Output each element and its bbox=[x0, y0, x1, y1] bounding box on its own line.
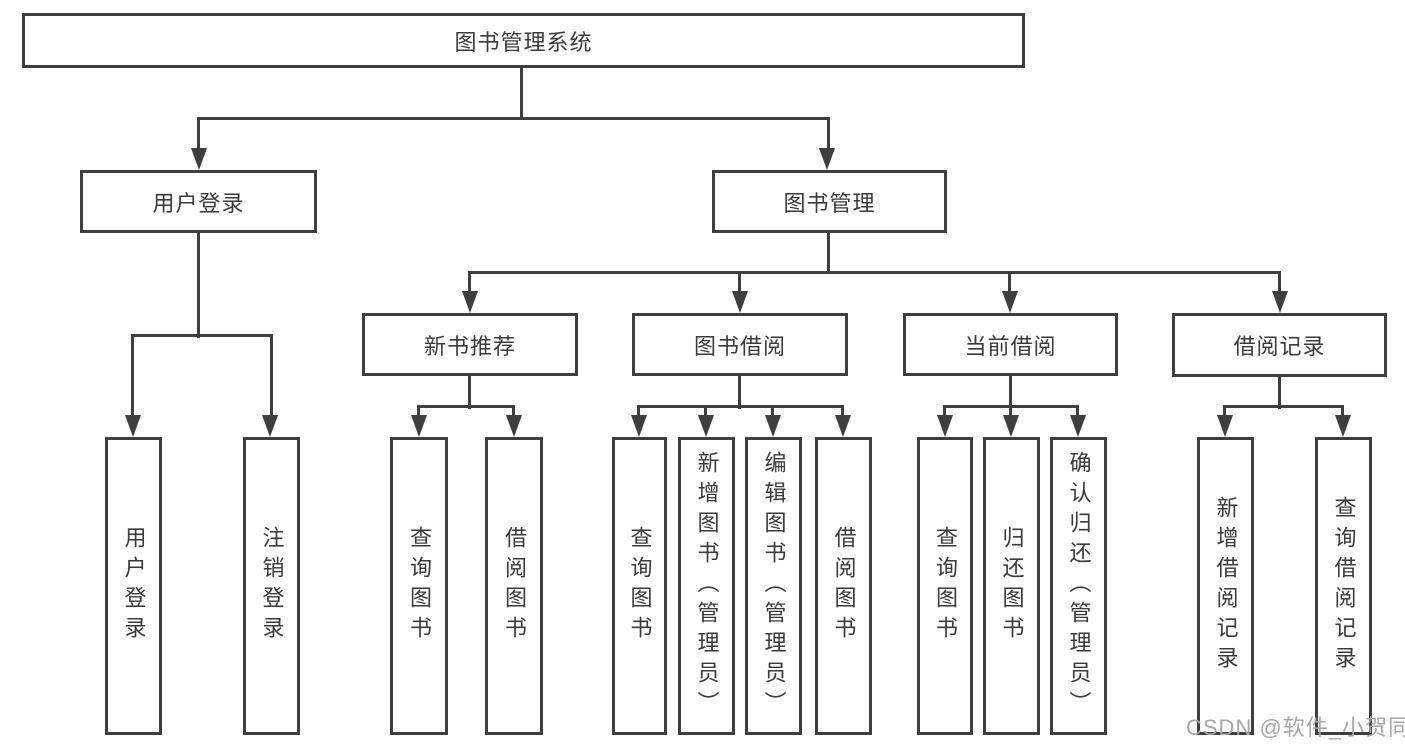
connector-drop bbox=[704, 407, 707, 419]
connector-group-rail bbox=[943, 405, 1079, 408]
leaf-logout: 注销登录 bbox=[243, 437, 300, 735]
arrow-down-icon bbox=[191, 148, 207, 170]
leaf-user-login: 用户登录 bbox=[105, 437, 162, 735]
arrow-down-icon bbox=[1217, 415, 1233, 437]
connector-drop bbox=[131, 336, 134, 418]
csdn-watermark: CSDN @软件_小贺同学 bbox=[1186, 715, 1405, 740]
connector-drop bbox=[1278, 272, 1281, 296]
node-book-management: 图书管理 bbox=[712, 170, 947, 233]
arrow-down-icon bbox=[125, 415, 141, 437]
arrow-down-icon bbox=[819, 148, 835, 170]
leaf-label: 归还图书 bbox=[999, 526, 1025, 646]
leaf-label: 新增借阅记录 bbox=[1213, 496, 1239, 676]
leaf-label: 查询图书 bbox=[407, 526, 432, 646]
leaf-label: 编辑图书（管理员） bbox=[761, 451, 787, 721]
connector-stem bbox=[1278, 376, 1281, 409]
leaf-label: 注销登录 bbox=[259, 526, 285, 646]
connector-drop bbox=[1223, 407, 1226, 419]
connector-book-mgmt-stem bbox=[827, 232, 830, 274]
leaf-confirm-return-admin: 确认归还（管理员） bbox=[1050, 437, 1107, 735]
connector-level1-rail bbox=[197, 117, 830, 120]
leaf-add-book-admin: 新增图书（管理员） bbox=[678, 437, 735, 735]
connector-group-rail bbox=[1223, 405, 1344, 408]
node-label: 图书借阅 bbox=[693, 333, 786, 359]
leaf-query-books-borrow: 查询图书 bbox=[612, 437, 667, 735]
node-book-borrowing: 图书借阅 bbox=[632, 313, 848, 376]
arrow-down-icon bbox=[937, 415, 953, 437]
node-label: 图书管理 bbox=[783, 190, 876, 216]
node-label: 用户登录 bbox=[152, 190, 245, 216]
arrow-down-icon bbox=[1002, 291, 1018, 313]
node-label: 借阅记录 bbox=[1233, 334, 1326, 359]
connector-group-rail bbox=[417, 405, 515, 408]
leaf-return-book: 归还图书 bbox=[983, 437, 1040, 735]
node-label: 新书推荐 bbox=[423, 333, 516, 359]
leaf-edit-book-admin: 编辑图书（管理员） bbox=[745, 437, 802, 735]
connector-drop bbox=[512, 407, 515, 419]
node-borrowing-records: 借阅记录 bbox=[1172, 313, 1387, 377]
arrow-down-icon bbox=[411, 415, 427, 437]
node-label: 当前借阅 bbox=[964, 333, 1057, 359]
connector-stem bbox=[468, 376, 471, 409]
connector-user-login-stem bbox=[197, 233, 200, 338]
connector-drop bbox=[637, 407, 640, 419]
connector-stem bbox=[738, 376, 741, 409]
node-current-borrowing: 当前借阅 bbox=[903, 313, 1118, 376]
connector-drop bbox=[1341, 407, 1344, 419]
leaf-query-books-current: 查询图书 bbox=[917, 437, 973, 735]
leaf-label: 用户登录 bbox=[121, 526, 147, 646]
connector-drop bbox=[1009, 407, 1012, 419]
arrow-down-icon bbox=[698, 415, 714, 437]
arrow-down-icon bbox=[732, 291, 748, 313]
connector-drop bbox=[943, 407, 946, 419]
connector-drop bbox=[827, 118, 830, 154]
leaf-label: 借阅图书 bbox=[831, 526, 857, 646]
leaf-label: 查询借阅记录 bbox=[1331, 496, 1357, 676]
connector-drop bbox=[197, 118, 200, 154]
connector-drop bbox=[468, 272, 471, 296]
node-user-login: 用户登录 bbox=[80, 170, 317, 233]
arrow-down-icon bbox=[506, 415, 522, 437]
leaf-borrow-books: 借阅图书 bbox=[815, 437, 872, 735]
connector-group-rail bbox=[131, 334, 273, 337]
arrow-down-icon bbox=[1070, 415, 1086, 437]
leaf-label: 借阅图书 bbox=[502, 526, 527, 646]
arrow-down-icon bbox=[1335, 415, 1351, 437]
connector-drop bbox=[1008, 272, 1011, 296]
connector-drop bbox=[841, 407, 844, 419]
node-root-system: 图书管理系统 bbox=[22, 13, 1025, 68]
leaf-add-borrow-record: 新增借阅记录 bbox=[1197, 437, 1254, 735]
arrow-down-icon bbox=[1272, 291, 1288, 313]
connector-level2-rail bbox=[468, 271, 1281, 274]
connector-group-rail bbox=[637, 405, 844, 408]
connector-drop bbox=[771, 407, 774, 419]
arrow-down-icon bbox=[765, 415, 781, 437]
connector-drop bbox=[738, 272, 741, 296]
leaf-label: 新增图书（管理员） bbox=[694, 451, 720, 721]
connector-drop bbox=[270, 336, 273, 418]
arrow-down-icon bbox=[262, 415, 278, 437]
connector-drop bbox=[417, 407, 420, 419]
arrow-down-icon bbox=[1003, 415, 1019, 437]
leaf-query-borrow-record: 查询借阅记录 bbox=[1315, 437, 1372, 735]
leaf-label: 查询图书 bbox=[627, 526, 653, 646]
connector-drop bbox=[1076, 407, 1079, 419]
leaf-borrow-books-recommend: 借阅图书 bbox=[485, 437, 543, 735]
connector-stem bbox=[1009, 376, 1012, 409]
arrow-down-icon bbox=[462, 291, 478, 313]
arrow-down-icon bbox=[631, 415, 647, 437]
leaf-label: 查询图书 bbox=[933, 526, 958, 646]
arrow-down-icon bbox=[835, 415, 851, 437]
connector-root-stem bbox=[520, 68, 523, 120]
node-new-book-recommendation: 新书推荐 bbox=[362, 313, 578, 376]
leaf-query-books-recommend: 查询图书 bbox=[390, 437, 448, 735]
node-label: 图书管理系统 bbox=[454, 29, 593, 55]
leaf-label: 确认归还（管理员） bbox=[1066, 451, 1092, 721]
